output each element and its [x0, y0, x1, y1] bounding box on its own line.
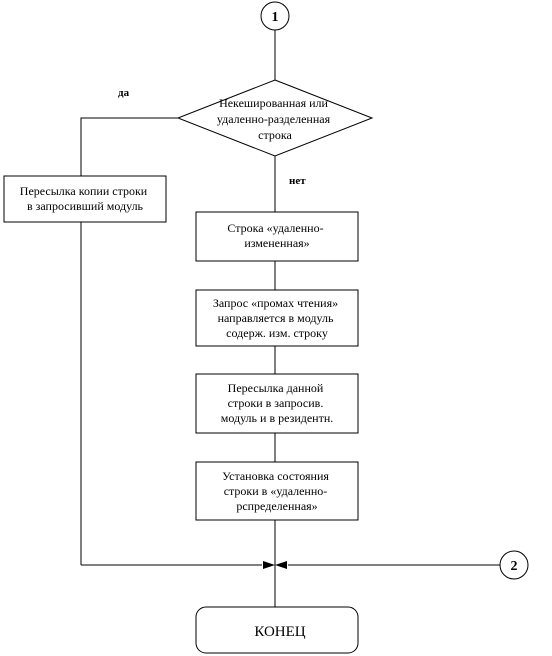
process-box-4: Установка состояния строки в «удаленно- … [195, 461, 359, 521]
yes-box-text: Пересылка копии строки в запросивший мод… [20, 184, 150, 213]
step-line: Пересылка данной [228, 381, 324, 395]
process-box-1: Строка «удаленно- измененная» [195, 211, 359, 262]
step-line: Строка «удаленно- [227, 221, 323, 235]
merge-arrow-left [263, 561, 275, 569]
end-terminal: КОНЕЦ [195, 606, 359, 654]
step-line: измененная» [244, 236, 309, 250]
step-line: Запрос «промах чтения» [213, 296, 338, 310]
step-line: строки в запросив. [228, 396, 324, 410]
yes-process-box: Пересылка копии строки в запросивший мод… [3, 175, 167, 223]
connector-2-label: 2 [511, 559, 518, 574]
decision-diamond: Некешированная или удаленно-разделенная … [176, 79, 374, 157]
step-line: строки в «удаленно- [224, 484, 328, 498]
step-1-text: Строка «удаленно- измененная» [227, 221, 326, 250]
step-line: рспределенная» [236, 499, 317, 513]
step-line: содерж. изм. строку [226, 326, 328, 340]
connector-1-label: 1 [272, 10, 279, 25]
step-line: направляется в модуль [218, 311, 334, 325]
decision-line: удаленно-разделенная [217, 112, 331, 126]
process-box-3: Пересылка данной строки в запросив. моду… [195, 373, 359, 434]
yes-box-line: в запросивший модуль [27, 199, 144, 213]
flow-lines [80, 30, 500, 607]
decision-line: Некешированная или [219, 96, 328, 110]
step-line: модуль и в резидентн. [221, 411, 334, 425]
merge-arrow-right [275, 561, 287, 569]
decision-text: Некешированная или удаленно-разделенная … [217, 96, 333, 142]
connector-2: 2 [499, 550, 529, 580]
step-4-text: Установка состояния строки в «удаленно- … [222, 469, 332, 513]
connector-1: 1 [260, 1, 290, 31]
step-line: Установка состояния [222, 469, 329, 483]
end-label: КОНЕЦ [254, 624, 305, 640]
yes-box-line: Пересылка копии строки [20, 184, 148, 198]
step-3-text: Пересылка данной строки в запросив. моду… [221, 381, 334, 425]
decision-line: строка [258, 128, 292, 142]
line-decision-yes-branch [80, 117, 178, 176]
yes-label: да [118, 87, 130, 99]
process-box-2: Запрос «промах чтения» направляется в мо… [195, 289, 359, 347]
step-2-text: Запрос «промах чтения» направляется в мо… [213, 296, 341, 340]
no-label: нет [289, 175, 306, 187]
